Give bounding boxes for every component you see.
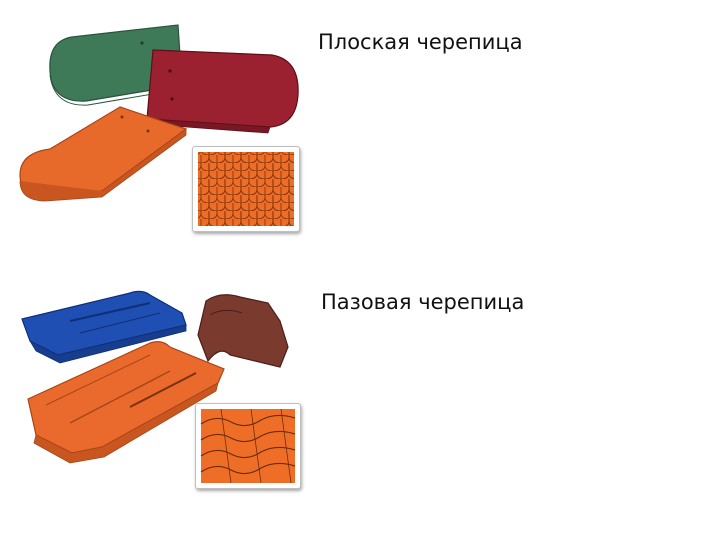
- brown-ridge-tile: [197, 294, 289, 368]
- grooved-tile-illustration: [21, 290, 289, 464]
- orange-grooved-tile: [27, 341, 225, 464]
- flat-tile-roof-swatch: [192, 146, 300, 232]
- red-flat-tile: [145, 49, 299, 134]
- blue-grooved-tile: [21, 290, 187, 364]
- flat-tile-caption: Плоская черепица: [318, 30, 523, 54]
- grooved-tile-caption: Пазовая черепица: [321, 290, 525, 314]
- orange-flat-tile: [19, 106, 188, 202]
- flat-tile-illustration: [19, 24, 299, 202]
- grooved-tile-roof-swatch: [195, 403, 301, 489]
